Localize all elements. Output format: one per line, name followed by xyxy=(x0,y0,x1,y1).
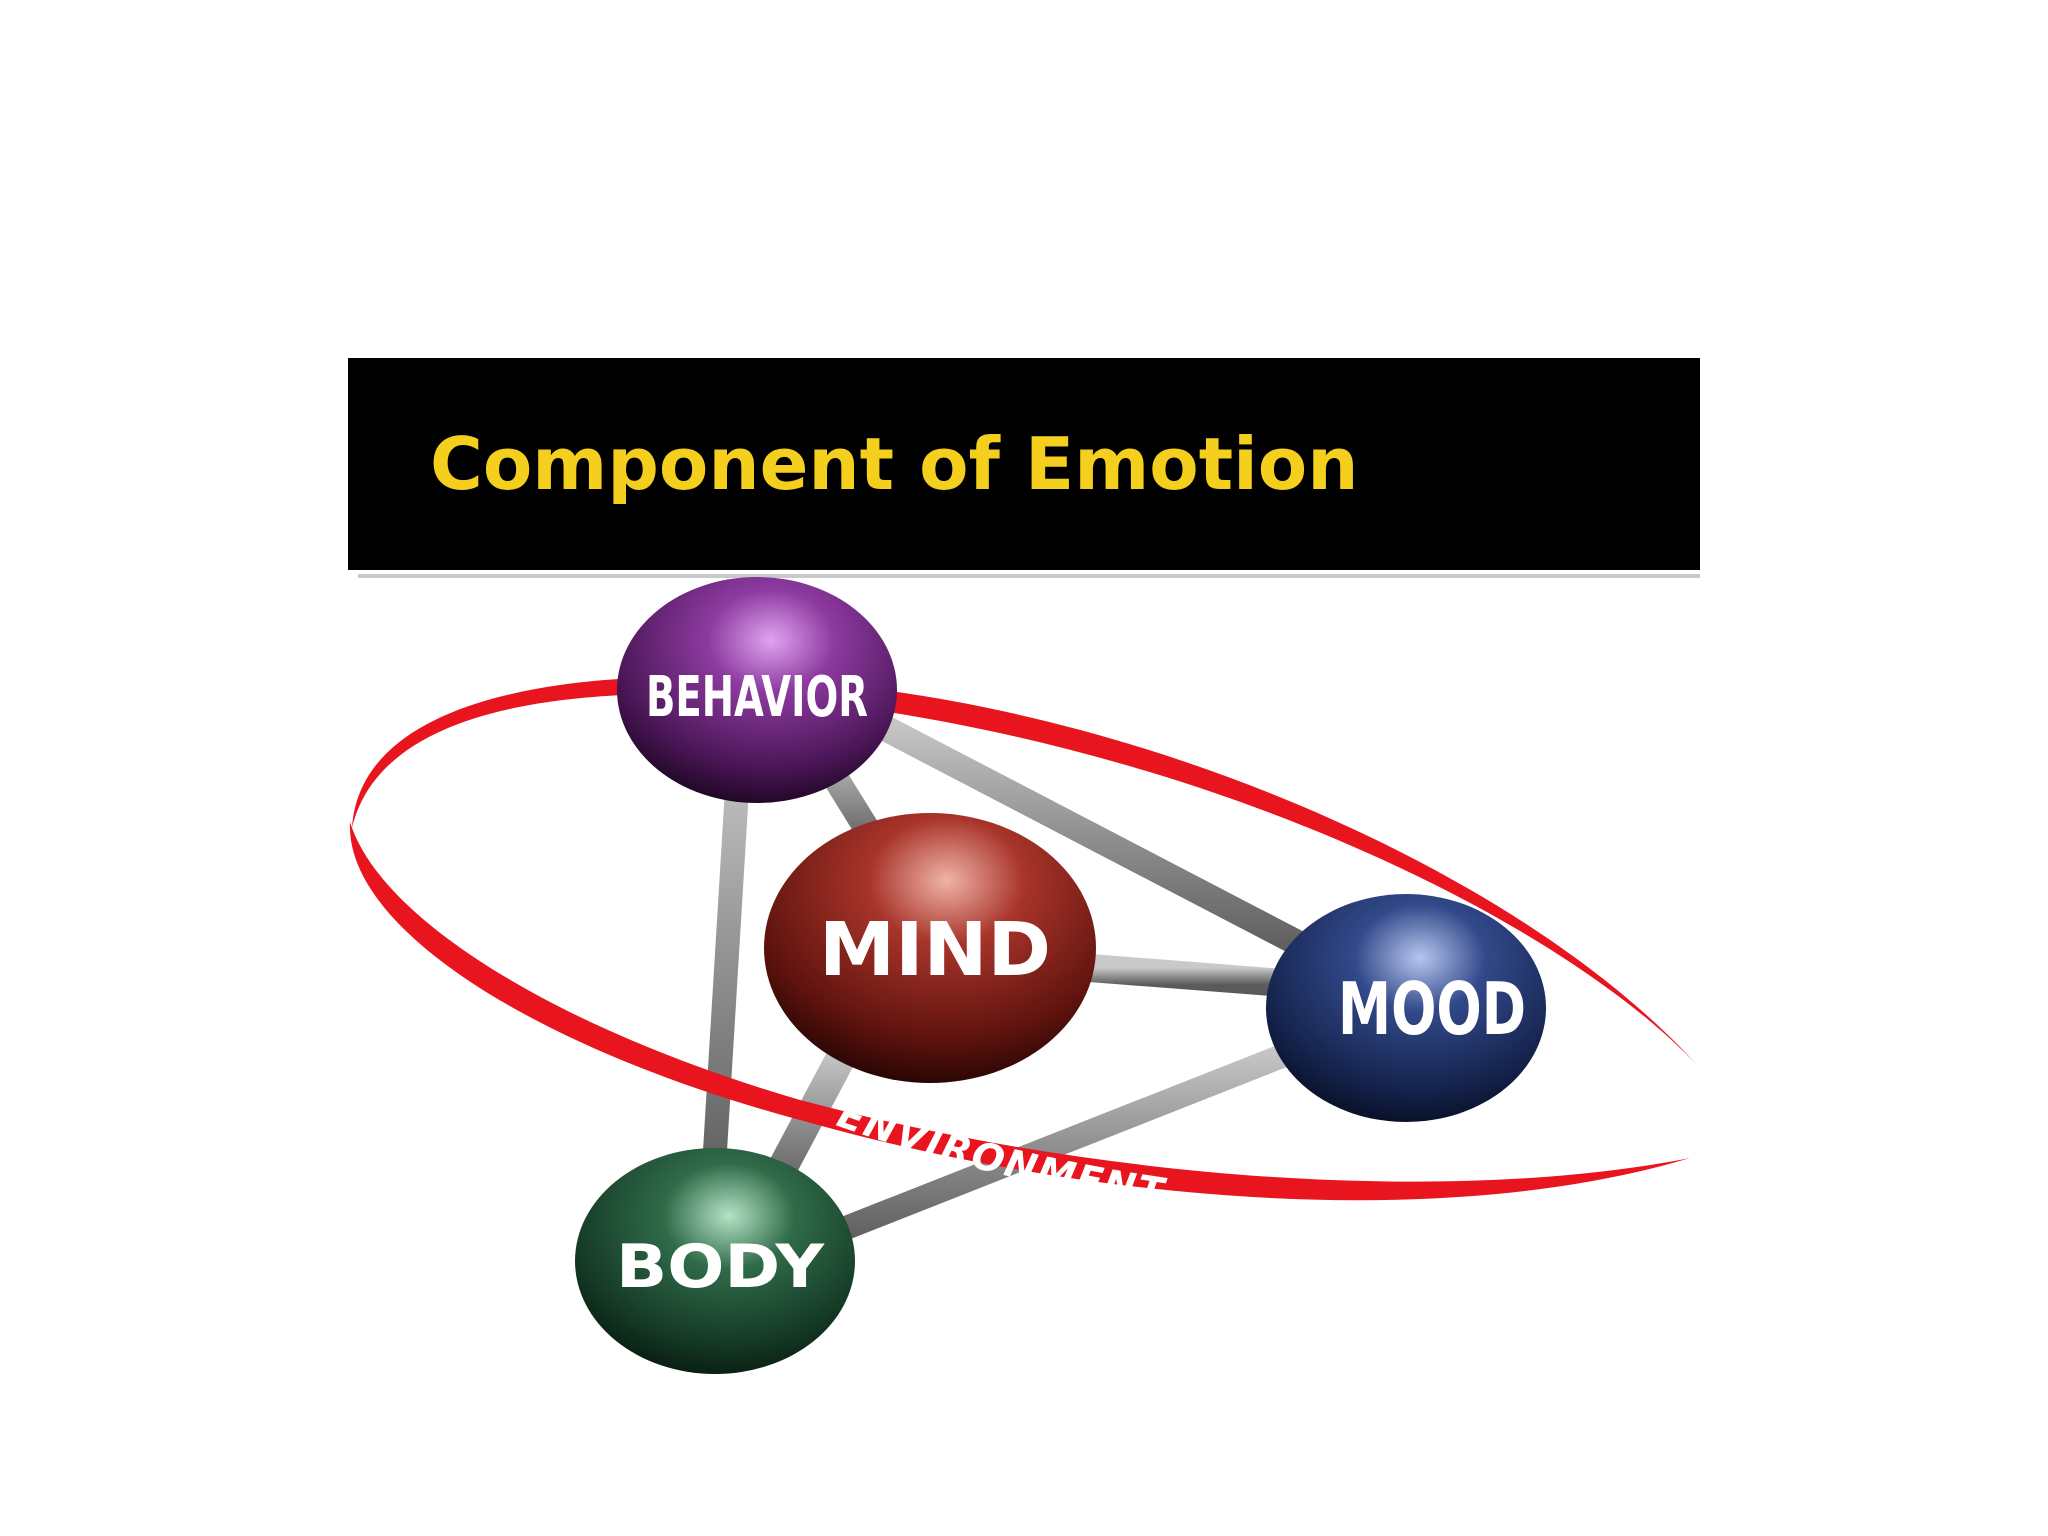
rod-behavior-body xyxy=(700,728,752,1212)
node-mind: MIND xyxy=(764,813,1096,1083)
rod-mood-body xyxy=(778,1033,1322,1262)
node-mood: MOOD xyxy=(1266,894,1546,1122)
rod-behavior-mood xyxy=(847,702,1343,973)
node-behavior-label: BEHAVIOR xyxy=(646,665,868,730)
node-behavior: BEHAVIOR xyxy=(617,577,897,803)
node-body-label: BODY xyxy=(616,1232,826,1302)
slide-title: Component of Emotion xyxy=(430,422,1359,506)
node-body: BODY xyxy=(575,1148,855,1374)
node-mind-label: MIND xyxy=(819,907,1051,993)
node-mood-label: MOOD xyxy=(1338,967,1526,1051)
title-bar: Component of Emotion xyxy=(348,358,1700,570)
environment-ring-back xyxy=(352,676,1697,1065)
title-divider xyxy=(358,574,1700,578)
